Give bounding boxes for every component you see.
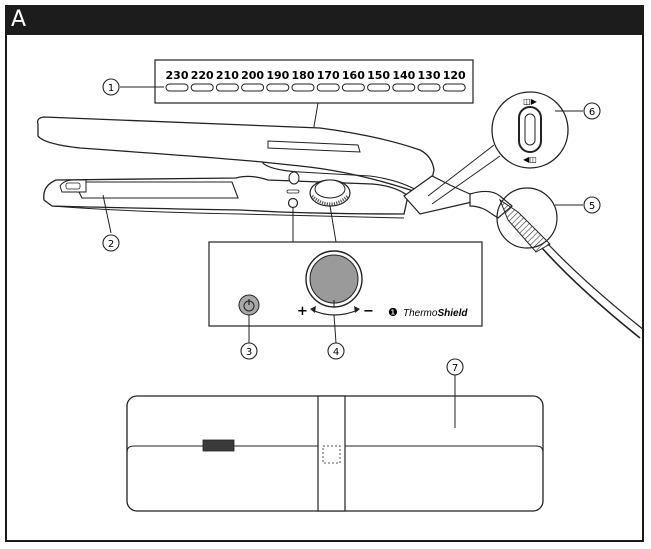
callout-5: 5	[589, 201, 595, 212]
increase-label: +	[297, 304, 308, 319]
section-header	[5, 5, 644, 35]
control-panel-detail	[208, 205, 483, 327]
travel-pouch	[126, 374, 544, 512]
temperature-led	[241, 83, 265, 92]
usb-port-detail: ◫▶ ◀◫	[427, 91, 569, 205]
callout-6: 6	[589, 107, 595, 118]
callouts	[102, 78, 601, 376]
svg-text:❶: ❶	[388, 306, 398, 319]
section-letter: A	[11, 7, 27, 32]
temperature-label: 130	[418, 69, 441, 82]
brand-prefix: Thermo	[403, 308, 438, 319]
temperature-label: 190	[266, 69, 289, 82]
temperature-label: 210	[216, 69, 239, 82]
temperature-leds	[165, 83, 466, 92]
brand-suffix: Shield	[437, 308, 468, 319]
temperature-led	[266, 83, 290, 92]
decrease-label: −	[363, 304, 374, 319]
hair-straightener	[36, 116, 645, 339]
callout-leaders	[102, 86, 583, 344]
temperature-label: 140	[392, 69, 415, 82]
callout-4: 4	[333, 347, 339, 358]
temperature-led	[190, 83, 214, 92]
temperature-led	[417, 83, 441, 92]
temperature-label: 230	[166, 69, 189, 82]
temperature-label: 200	[241, 69, 264, 82]
temperature-label: 150	[367, 69, 390, 82]
temperature-led	[341, 83, 365, 92]
temperature-led	[442, 83, 466, 92]
callout-1: 1	[108, 83, 114, 94]
callout-3: 3	[246, 347, 252, 358]
temperature-label: 170	[317, 69, 340, 82]
callout-2: 2	[108, 239, 114, 250]
callout-7: 7	[452, 363, 458, 374]
temperature-label: 180	[292, 69, 315, 82]
temperature-led	[291, 83, 315, 92]
temperature-led	[392, 83, 416, 92]
temperature-label: 160	[342, 69, 365, 82]
temperature-led	[215, 83, 239, 92]
svg-text:◀◫: ◀◫	[523, 155, 537, 164]
temperature-led	[165, 83, 189, 92]
svg-text:◫▶: ◫▶	[523, 97, 538, 106]
temperature-label: 220	[191, 69, 214, 82]
temperature-led	[367, 83, 391, 92]
temperature-led	[316, 83, 340, 92]
thermoshield-logo: ❶ ThermoShield	[388, 306, 468, 319]
svg-text:ThermoShield: ThermoShield	[403, 308, 468, 319]
temperature-label: 120	[443, 69, 466, 82]
